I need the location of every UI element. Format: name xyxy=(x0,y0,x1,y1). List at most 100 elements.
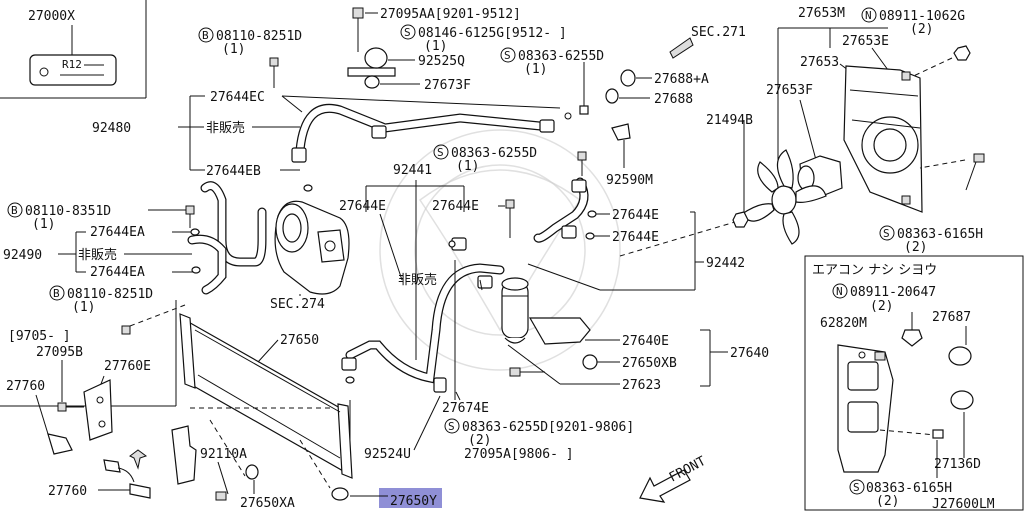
hose-92490-group: B 08110-8351D (1) 27644EA 92490 非販売 2764… xyxy=(3,181,267,335)
svg-text:27095B: 27095B xyxy=(36,345,83,360)
svg-text:08911-20647: 08911-20647 xyxy=(850,285,936,300)
pipe-92480-group: 27644EC 92480 非販売 27644EB xyxy=(92,90,572,192)
nut-symbol-icon xyxy=(861,7,877,23)
svg-text:27644EA: 27644EA xyxy=(90,265,145,280)
svg-text:08363-6255D: 08363-6255D xyxy=(451,146,537,161)
svg-text:B: B xyxy=(11,204,18,217)
bolt-icon xyxy=(973,153,985,163)
svg-text:92590M: 92590M xyxy=(606,173,653,188)
nut-icon xyxy=(953,45,971,61)
screw-symbol-icon xyxy=(500,47,516,63)
svg-text:92442: 92442 xyxy=(706,256,745,271)
svg-text:27095AA[9201-9512]: 27095AA[9201-9512] xyxy=(380,7,521,22)
svg-text:92441: 92441 xyxy=(393,163,432,178)
svg-text:27644EC: 27644EC xyxy=(210,90,265,105)
svg-text:27653E: 27653E xyxy=(842,34,889,49)
up-arrow-icon xyxy=(129,449,148,470)
svg-text:27650: 27650 xyxy=(280,333,319,348)
svg-text:92480: 92480 xyxy=(92,121,131,136)
compressor-group: SEC.274 xyxy=(270,200,350,312)
grommet-icon xyxy=(245,464,259,480)
bolt-symbol-icon xyxy=(49,285,65,301)
svg-text:27640E: 27640E xyxy=(622,334,669,349)
svg-text:(2): (2) xyxy=(468,433,491,448)
washer-icon-2 xyxy=(605,88,619,104)
screw-label-group: S 08363-6255D[9201-9806] (2) 27095A[9806… xyxy=(444,418,634,462)
svg-text:B: B xyxy=(202,29,209,42)
highlight-27650Y xyxy=(379,488,442,508)
svg-text:08911-1062G: 08911-1062G xyxy=(879,9,965,24)
svg-text:(1): (1) xyxy=(32,217,55,232)
svg-text:S: S xyxy=(883,227,890,240)
svg-text:J27600LM: J27600LM xyxy=(932,497,995,511)
label-plate xyxy=(29,54,117,86)
svg-text:27644E: 27644E xyxy=(432,199,479,214)
svg-text:S: S xyxy=(404,26,411,39)
svg-text:(2): (2) xyxy=(904,240,927,255)
bolt-icon xyxy=(932,429,944,439)
svg-text:(1): (1) xyxy=(524,62,547,77)
pipe-92441-group: 92441 27644E 27644E 非販売 92524U 27674E xyxy=(339,163,515,462)
fan-group: 27653M N 08911-1062G (2) 27653E 27653 27… xyxy=(706,6,985,255)
svg-text:27136D: 27136D xyxy=(934,457,981,472)
clip-bracket xyxy=(347,67,396,77)
plug-icon-2 xyxy=(950,390,974,410)
grommet-icon xyxy=(582,354,598,370)
svg-text:27760: 27760 xyxy=(6,379,45,394)
svg-text:[9705- ]: [9705- ] xyxy=(8,329,71,344)
connector xyxy=(47,433,73,455)
inset-title: エアコン ナシ シヨウ xyxy=(812,263,937,278)
top-labels: 27095AA[9201-9512] B 08110-8251D (1) S 0… xyxy=(198,7,746,115)
sensor xyxy=(611,123,631,141)
pipe-92480 xyxy=(295,104,545,155)
svg-text:27653: 27653 xyxy=(800,55,839,70)
svg-text:非販売: 非販売 xyxy=(398,272,437,288)
watermark xyxy=(379,129,621,371)
svg-text:08363-6255D: 08363-6255D xyxy=(518,49,604,64)
svg-text:27623: 27623 xyxy=(622,378,661,393)
svg-text:27650XB: 27650XB xyxy=(622,356,677,371)
washer-icon xyxy=(620,69,636,87)
svg-text:27095A[9806- ]: 27095A[9806- ] xyxy=(464,447,574,462)
svg-text:92525Q: 92525Q xyxy=(418,54,465,69)
svg-text:08110-8251D: 08110-8251D xyxy=(67,287,153,302)
condenser-hardware: 92110A 27650XA 27650Y xyxy=(200,447,442,511)
svg-text:27644E: 27644E xyxy=(612,230,659,245)
svg-text:08110-8351D: 08110-8351D xyxy=(25,204,111,219)
svg-text:27673F: 27673F xyxy=(424,78,471,93)
svg-text:N: N xyxy=(865,9,872,22)
svg-text:27760E: 27760E xyxy=(104,359,151,374)
svg-text:(1): (1) xyxy=(72,300,95,315)
svg-text:SEC.271: SEC.271 xyxy=(691,25,746,40)
svg-text:27760: 27760 xyxy=(48,484,87,499)
part-27650Y: 27650Y xyxy=(390,494,437,509)
drier-bracket xyxy=(528,317,591,345)
bushing-icon xyxy=(331,487,349,501)
svg-text:(2): (2) xyxy=(910,22,933,37)
svg-text:27644E: 27644E xyxy=(339,199,386,214)
part-27000X: 27000X xyxy=(28,9,75,24)
bracket-group: [9705- ] 27095B 27760E 27760 27760 xyxy=(0,300,197,499)
bolt-icon xyxy=(352,7,364,19)
svg-text:(2): (2) xyxy=(870,299,893,314)
svg-text:27674E: 27674E xyxy=(442,401,489,416)
hose-92490 xyxy=(200,181,267,267)
svg-text:B: B xyxy=(53,287,60,300)
svg-text:08363-6255D[9201-9806]: 08363-6255D[9201-9806] xyxy=(462,420,634,435)
svg-text:27653M: 27653M xyxy=(798,6,845,21)
svg-text:(1): (1) xyxy=(424,39,447,54)
svg-text:S: S xyxy=(448,420,455,433)
svg-text:08363-6165H: 08363-6165H xyxy=(897,227,983,242)
bracket-2 xyxy=(171,425,197,485)
svg-text:27653F: 27653F xyxy=(766,83,813,98)
svg-text:S: S xyxy=(853,481,860,494)
svg-text:08146-6125G[9512- ]: 08146-6125G[9512- ] xyxy=(418,26,567,41)
svg-text:27644E: 27644E xyxy=(612,208,659,223)
svg-text:27687: 27687 xyxy=(932,310,971,325)
nut-icon xyxy=(732,211,749,228)
o-ring-icon xyxy=(364,75,380,89)
svg-text:08363-6165H: 08363-6165H xyxy=(866,481,952,496)
condenser-group: 27650 xyxy=(179,313,353,489)
svg-text:21494B: 21494B xyxy=(706,113,753,128)
